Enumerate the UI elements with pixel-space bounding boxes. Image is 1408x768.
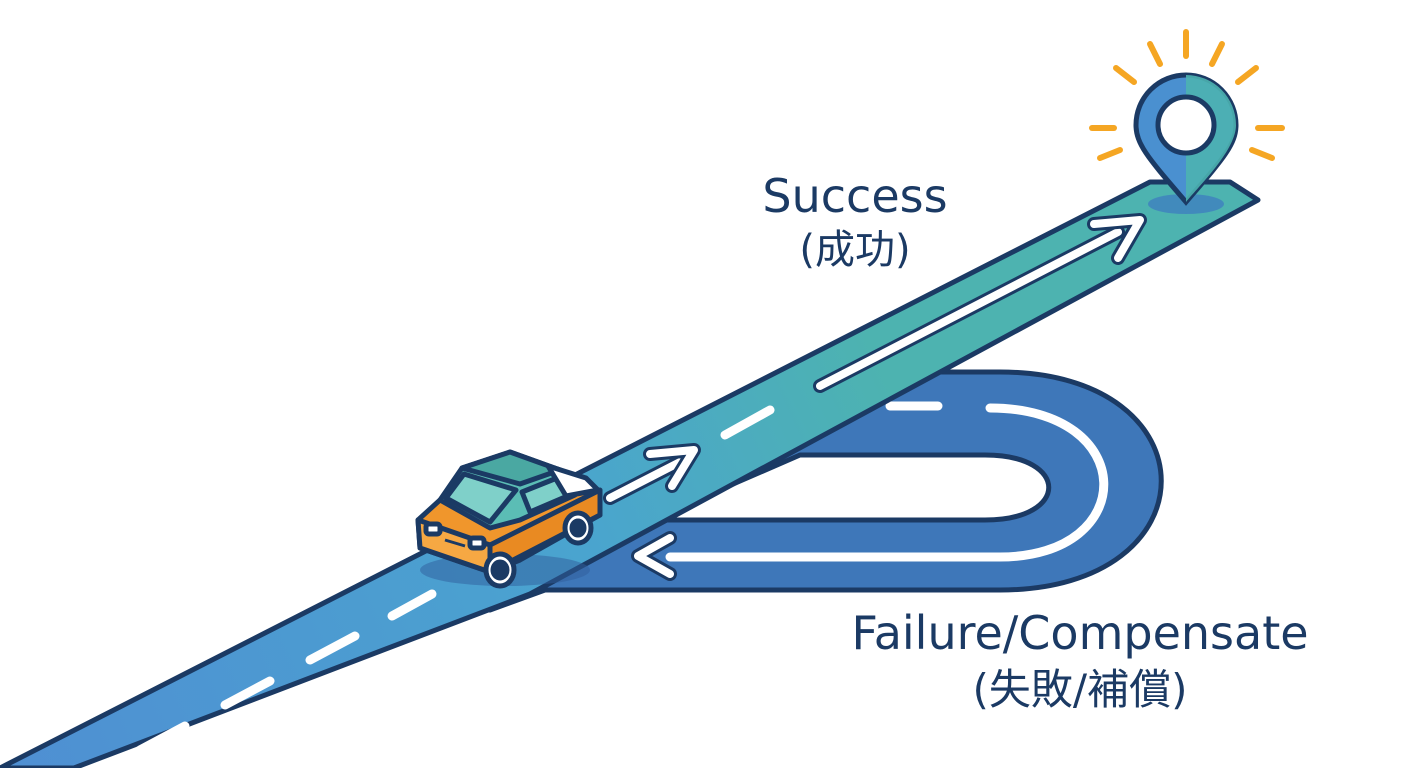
success-label-jp: (成功) [799, 227, 911, 273]
arrow-left-icon [631, 531, 677, 581]
arrow-right-icon [813, 213, 1147, 393]
road-dash [387, 589, 437, 621]
road-dash [135, 721, 190, 755]
success-label: Success (成功) [700, 168, 1010, 276]
sun-rays [1089, 29, 1285, 161]
road-dash [220, 676, 275, 710]
road-dash [720, 405, 775, 440]
location-pin-icon [1089, 29, 1285, 214]
failure-label-jp: (失敗/補償) [972, 665, 1188, 714]
failure-label-en: Failure/Compensate [851, 606, 1309, 660]
road-dash [305, 631, 360, 665]
success-label-en: Success [762, 169, 948, 223]
car-icon [415, 449, 603, 589]
arrow-right-icon [603, 443, 701, 505]
failure-compensate-label: Failure/Compensate (失敗/補償) [790, 604, 1370, 718]
